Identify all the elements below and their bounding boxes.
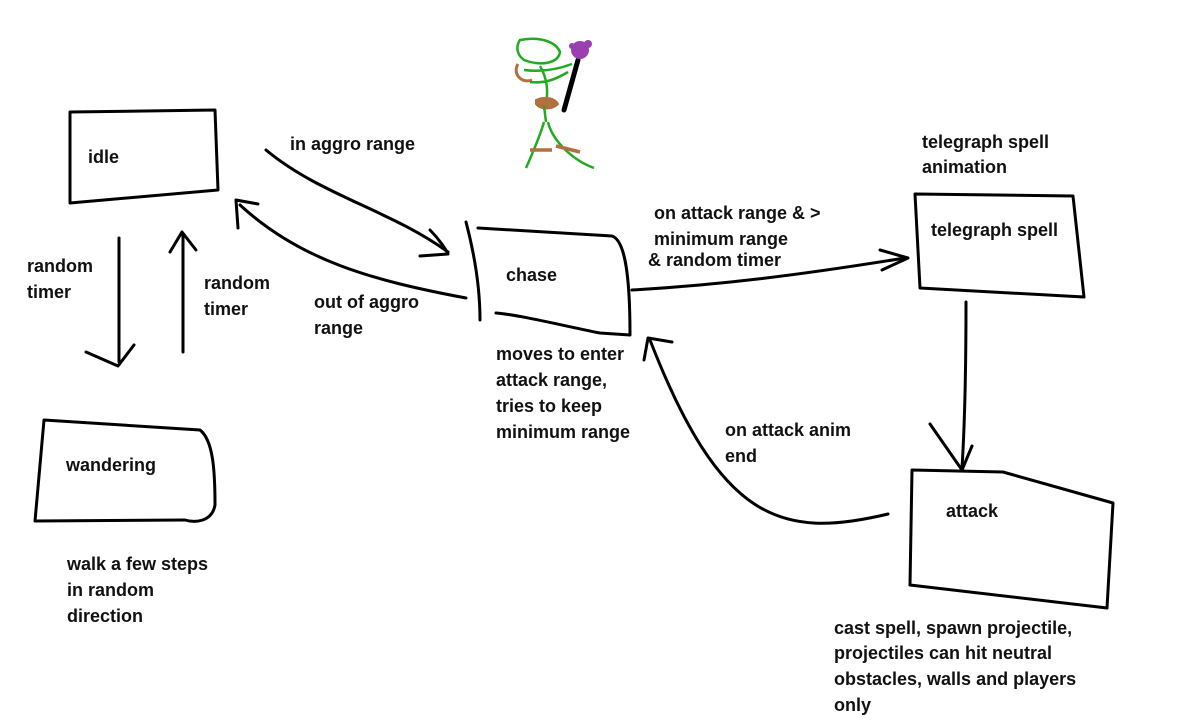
attack-state-label: attack	[946, 501, 999, 521]
note-line: moves to enter	[496, 344, 625, 364]
chase-state-box	[464, 220, 632, 337]
note-line: direction	[67, 606, 144, 626]
note-line: attack range,	[496, 370, 608, 390]
wandering-state-label: wandering	[66, 455, 157, 475]
note-line: tries to keep	[496, 396, 603, 416]
label-line: timer	[204, 299, 249, 319]
note-line: animation	[922, 157, 1008, 177]
arrow-idle-to-chase	[264, 148, 450, 258]
note-line: projectiles can hit neutral	[834, 643, 1053, 663]
label-line: on attack range & >	[654, 203, 821, 223]
note-line: only	[834, 695, 872, 715]
idle-state-box	[68, 108, 220, 205]
label-line: random	[204, 273, 271, 293]
note-line: obstacles, walls and players	[834, 669, 1077, 689]
label-line: out of aggro	[314, 292, 419, 312]
arrow-wandering-to-idle	[168, 230, 198, 354]
label-line: random	[27, 256, 94, 276]
arrow-chase-to-idle	[234, 198, 468, 300]
chase-state-label: chase	[506, 265, 558, 285]
label-line: & random timer	[648, 250, 782, 270]
note-line: cast spell, spawn projectile,	[834, 618, 1073, 638]
attack-state-box	[908, 468, 1115, 610]
label-in-aggro-range: in aggro range	[290, 134, 416, 154]
note-line: telegraph spell	[922, 132, 1050, 152]
telegraph-state-box	[913, 192, 1086, 299]
note-line: minimum range	[496, 422, 631, 442]
note-line: in random	[67, 580, 155, 600]
idle-state-label: idle	[88, 147, 120, 167]
label-line: end	[725, 446, 758, 466]
label-line: timer	[27, 282, 72, 302]
arrow-chase-to-telegraph	[630, 248, 910, 292]
arrow-attack-to-chase	[642, 336, 890, 525]
stick-figure-mage-icon	[514, 37, 595, 170]
label-line: on attack anim	[725, 420, 852, 440]
label-line: range	[314, 318, 364, 338]
label-line: minimum range	[654, 229, 789, 249]
telegraph-state-label: telegraph spell	[931, 220, 1059, 240]
note-line: walk a few steps	[67, 554, 209, 574]
arrow-telegraph-to-attack	[928, 300, 974, 472]
arrow-idle-to-wandering	[84, 236, 136, 368]
wandering-state-box	[33, 418, 217, 523]
